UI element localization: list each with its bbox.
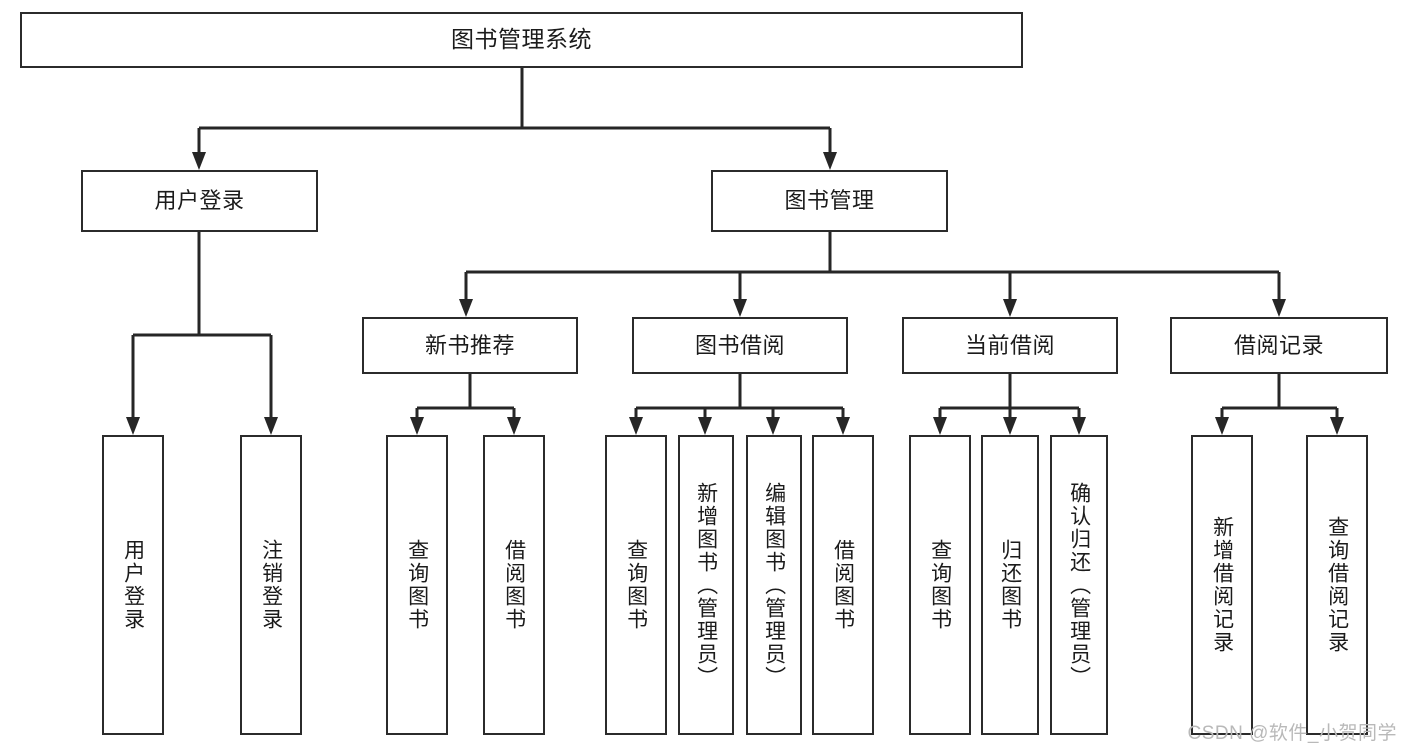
node-label: 归还图书: [998, 539, 1022, 631]
node-label: 查询图书: [405, 539, 429, 631]
leaf-return-book[interactable]: 归还图书: [981, 435, 1039, 735]
leaf-add-borrow-record[interactable]: 新增借阅记录: [1191, 435, 1253, 735]
node-label: 查询借阅记录: [1325, 516, 1349, 654]
leaf-query-book-current[interactable]: 查询图书: [909, 435, 971, 735]
leaf-confirm-return-admin[interactable]: 确认归还（管理员）: [1050, 435, 1108, 735]
node-label: 图书管理系统: [451, 26, 592, 53]
leaf-user-logout[interactable]: 注销登录: [240, 435, 302, 735]
node-label: 用户登录: [121, 539, 145, 631]
node-user-login[interactable]: 用户登录: [81, 170, 318, 232]
leaf-query-book-recommend[interactable]: 查询图书: [386, 435, 448, 735]
leaf-borrow-book-recommend[interactable]: 借阅图书: [483, 435, 545, 735]
node-label: 借阅图书: [831, 539, 855, 631]
node-label: 借阅图书: [502, 539, 526, 631]
leaf-query-book-borrow[interactable]: 查询图书: [605, 435, 667, 735]
node-root-system[interactable]: 图书管理系统: [20, 12, 1023, 68]
node-label: 图书管理: [784, 188, 875, 214]
node-label: 查询图书: [928, 539, 952, 631]
node-current-borrow[interactable]: 当前借阅: [902, 317, 1118, 374]
node-new-book-recommend[interactable]: 新书推荐: [362, 317, 578, 374]
leaf-borrow-book[interactable]: 借阅图书: [812, 435, 874, 735]
node-label: 确认归还（管理员）: [1067, 481, 1091, 689]
node-borrow-record[interactable]: 借阅记录: [1170, 317, 1388, 374]
leaf-add-book-admin[interactable]: 新增图书（管理员）: [678, 435, 734, 735]
node-label: 当前借阅: [964, 332, 1055, 358]
leaf-user-login[interactable]: 用户登录: [102, 435, 164, 735]
node-book-borrow[interactable]: 图书借阅: [632, 317, 848, 374]
leaf-query-borrow-record[interactable]: 查询借阅记录: [1306, 435, 1368, 735]
node-label: 查询图书: [624, 539, 648, 631]
node-label: 新书推荐: [424, 332, 515, 358]
csdn-watermark: CSDN @软件_小贺同学: [1187, 723, 1397, 744]
leaf-edit-book-admin[interactable]: 编辑图书（管理员）: [746, 435, 802, 735]
node-label: 图书借阅: [694, 332, 785, 358]
node-label: 用户登录: [154, 188, 245, 214]
node-book-management[interactable]: 图书管理: [711, 170, 948, 232]
node-label: 新增图书（管理员）: [694, 481, 718, 689]
node-label: 编辑图书（管理员）: [762, 481, 786, 689]
node-label: 新增借阅记录: [1210, 516, 1234, 654]
node-label: 借阅记录: [1233, 332, 1324, 358]
node-label: 注销登录: [259, 539, 283, 631]
